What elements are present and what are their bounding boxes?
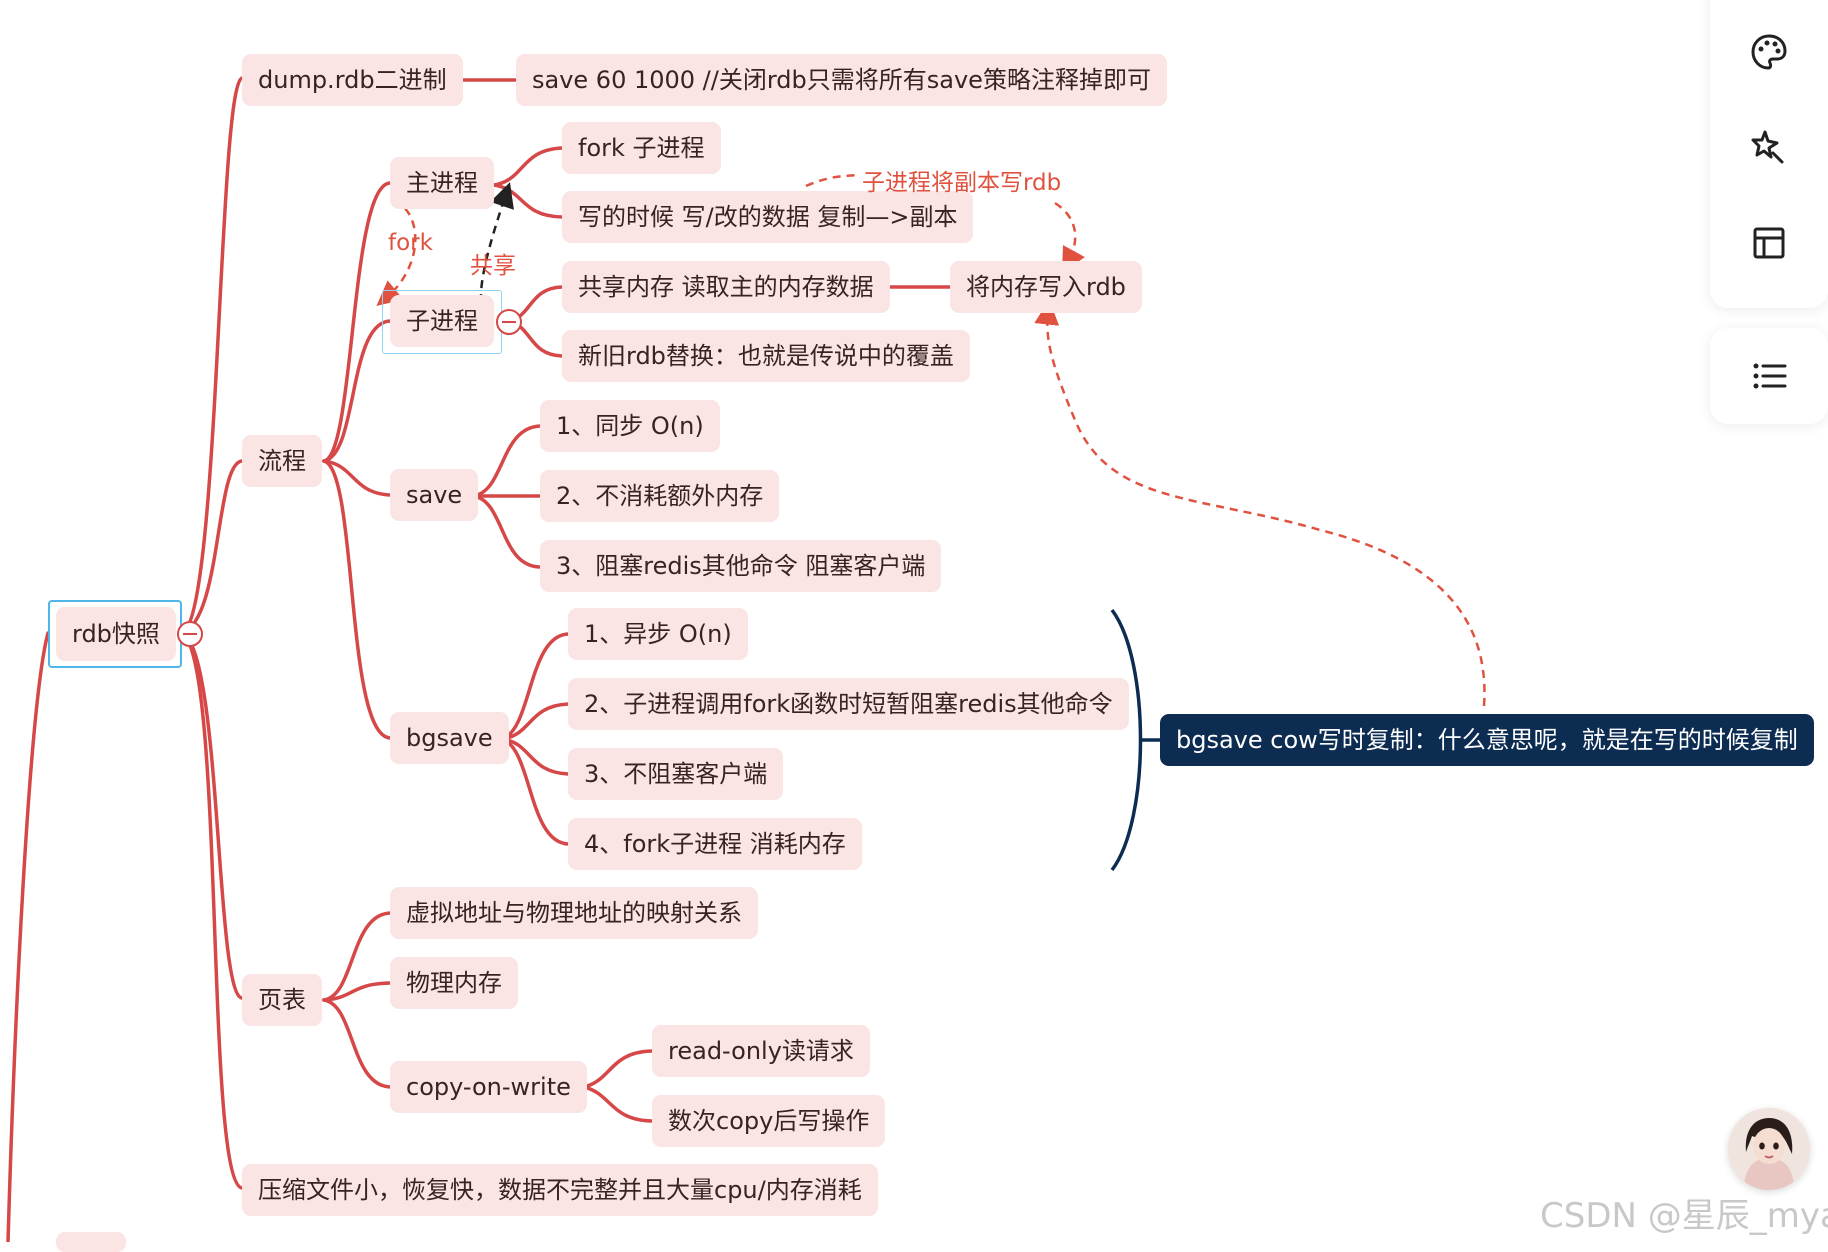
relation-fork-arrow[interactable] — [376, 198, 417, 307]
link-flow-save — [322, 459, 392, 497]
node-bgsave-label: bgsave — [406, 724, 493, 752]
node-main-fork-label: fork 子进程 — [578, 134, 705, 162]
link-main-fork — [492, 146, 564, 187]
node-pt-cow[interactable]: copy-on-write — [390, 1061, 587, 1113]
link-flow-main — [322, 181, 392, 463]
node-main-process[interactable]: 主进程 — [390, 157, 494, 209]
assistant-avatar[interactable] — [1728, 1108, 1810, 1190]
node-offscreen-partial[interactable] — [56, 1232, 126, 1252]
child-collapse-button[interactable] — [496, 309, 522, 335]
node-dump-label: dump.rdb二进制 — [258, 66, 447, 94]
relation-summary-arrow[interactable] — [1034, 299, 1486, 707]
link-pt-virtual — [322, 911, 392, 1002]
node-bgsave-summary-label: bgsave cow写时复制：什么意思呢，就是在写的时候复制 — [1176, 726, 1798, 754]
node-save-3-label: 3、阻塞redis其他命令 阻塞客户端 — [556, 552, 926, 580]
link-bgsave-2 — [500, 702, 570, 741]
node-child-replace[interactable]: 新旧rdb替换：也就是传说中的覆盖 — [562, 330, 970, 382]
annotation-child-writes: 子进程将副本写rdb — [862, 170, 1062, 196]
node-main-fork[interactable]: fork 子进程 — [562, 122, 721, 174]
node-conclusion-label: 压缩文件小，恢复快，数据不完整并且大量cpu/内存消耗 — [258, 1176, 862, 1204]
link-save-1 — [472, 424, 542, 498]
link-pt-physical — [322, 981, 392, 1002]
node-child-share[interactable]: 共享内存 读取主的内存数据 — [562, 261, 890, 313]
node-flow-label: 流程 — [258, 447, 306, 475]
node-bgsave-1-label: 1、异步 O(n) — [584, 620, 732, 648]
outline-toolbar — [1710, 328, 1828, 424]
node-save-2[interactable]: 2、不消耗额外内存 — [540, 470, 780, 522]
node-main-write-label: 写的时候 写/改的数据 复制—>副本 — [578, 203, 958, 231]
link-save-3 — [472, 494, 542, 569]
node-dump-detail-label: save 60 1000 //关闭rdb只需将所有save策略注释掉即可 — [532, 66, 1151, 94]
sparkle-icon[interactable] — [1749, 127, 1789, 167]
node-bgsave[interactable]: bgsave — [390, 712, 509, 764]
node-dump[interactable]: dump.rdb二进制 — [242, 54, 463, 106]
node-page-table-label: 页表 — [258, 986, 306, 1014]
node-bgsave-3-label: 3、不阻塞客户端 — [584, 760, 768, 788]
link-root-dump — [180, 76, 244, 635]
node-save-label: save — [406, 481, 463, 509]
outline-list-icon[interactable] — [1749, 356, 1789, 396]
relation-childwrite-line-start — [805, 173, 859, 188]
link-root-pagetable — [180, 631, 244, 1000]
node-save[interactable]: save — [390, 469, 479, 521]
node-dump-detail[interactable]: save 60 1000 //关闭rdb只需将所有save策略注释掉即可 — [516, 54, 1167, 106]
node-main-write[interactable]: 写的时候 写/改的数据 复制—>副本 — [562, 191, 974, 243]
summary-bracket — [1110, 608, 1143, 872]
link-bgsave-1 — [500, 632, 570, 741]
node-save-2-label: 2、不消耗额外内存 — [556, 482, 764, 510]
node-conclusion[interactable]: 压缩文件小，恢复快，数据不完整并且大量cpu/内存消耗 — [242, 1164, 878, 1216]
link-bgsave-4 — [500, 737, 570, 846]
node-pt-virtual[interactable]: 虚拟地址与物理地址的映射关系 — [390, 887, 758, 939]
node-page-table[interactable]: 页表 — [242, 974, 322, 1026]
link-flow-bgsave — [322, 459, 392, 740]
node-flow[interactable]: 流程 — [242, 435, 322, 487]
root-node[interactable]: rdb快照 — [56, 607, 176, 661]
node-save-3[interactable]: 3、阻塞redis其他命令 阻塞客户端 — [540, 540, 942, 592]
node-bgsave-2-label: 2、子进程调用fork函数时短暂阻塞redis其他命令 — [584, 690, 1113, 718]
node-bgsave-summary[interactable]: bgsave cow写时复制：什么意思呢，就是在写的时候复制 — [1160, 714, 1814, 766]
relation-childwrite-arrow[interactable] — [1054, 201, 1085, 273]
layout-icon[interactable] — [1749, 223, 1789, 263]
link-root-conclusion — [180, 631, 244, 1190]
link-root-parent — [6, 631, 50, 1242]
node-write-rdb[interactable]: 将内存写入rdb — [950, 261, 1142, 313]
node-child-process-label: 子进程 — [406, 307, 478, 335]
root-node-label: rdb快照 — [72, 620, 160, 648]
node-main-process-label: 主进程 — [406, 169, 478, 197]
node-cow-multicopy[interactable]: 数次copy后写操作 — [652, 1095, 886, 1147]
node-bgsave-3[interactable]: 3、不阻塞客户端 — [568, 748, 784, 800]
node-bgsave-1[interactable]: 1、异步 O(n) — [568, 608, 748, 660]
node-write-rdb-label: 将内存写入rdb — [966, 273, 1126, 301]
annotation-fork: fork — [388, 230, 433, 256]
node-bgsave-2[interactable]: 2、子进程调用fork函数时短暂阻塞redis其他命令 — [568, 678, 1129, 730]
node-pt-physical[interactable]: 物理内存 — [390, 957, 518, 1009]
node-bgsave-4-label: 4、fork子进程 消耗内存 — [584, 830, 846, 858]
link-bgsave-3 — [500, 737, 570, 776]
root-collapse-button[interactable] — [177, 621, 203, 647]
node-cow-readonly[interactable]: read-only读请求 — [652, 1025, 870, 1077]
node-child-share-label: 共享内存 读取主的内存数据 — [578, 273, 874, 301]
palette-icon[interactable] — [1749, 32, 1789, 72]
node-child-replace-label: 新旧rdb替换：也就是传说中的覆盖 — [578, 342, 954, 370]
link-cow-readonly — [582, 1049, 654, 1089]
node-save-1[interactable]: 1、同步 O(n) — [540, 400, 720, 452]
node-cow-multicopy-label: 数次copy后写操作 — [668, 1107, 870, 1135]
link-cow-multicopy — [582, 1085, 654, 1123]
node-cow-readonly-label: read-only读请求 — [668, 1037, 854, 1065]
annotation-share: 共享 — [470, 253, 516, 279]
watermark: CSDN @星辰_mya — [1540, 1196, 1828, 1236]
node-pt-virtual-label: 虚拟地址与物理地址的映射关系 — [406, 899, 742, 927]
side-toolbar — [1710, 0, 1828, 308]
link-pt-cow — [322, 998, 392, 1089]
node-child-process[interactable]: 子进程 — [390, 295, 494, 347]
node-bgsave-4[interactable]: 4、fork子进程 消耗内存 — [568, 818, 862, 870]
link-flow-child — [322, 319, 392, 463]
link-root-flow — [180, 459, 244, 635]
node-save-1-label: 1、同步 O(n) — [556, 412, 704, 440]
node-pt-physical-label: 物理内存 — [406, 969, 502, 997]
node-pt-cow-label: copy-on-write — [406, 1073, 571, 1101]
